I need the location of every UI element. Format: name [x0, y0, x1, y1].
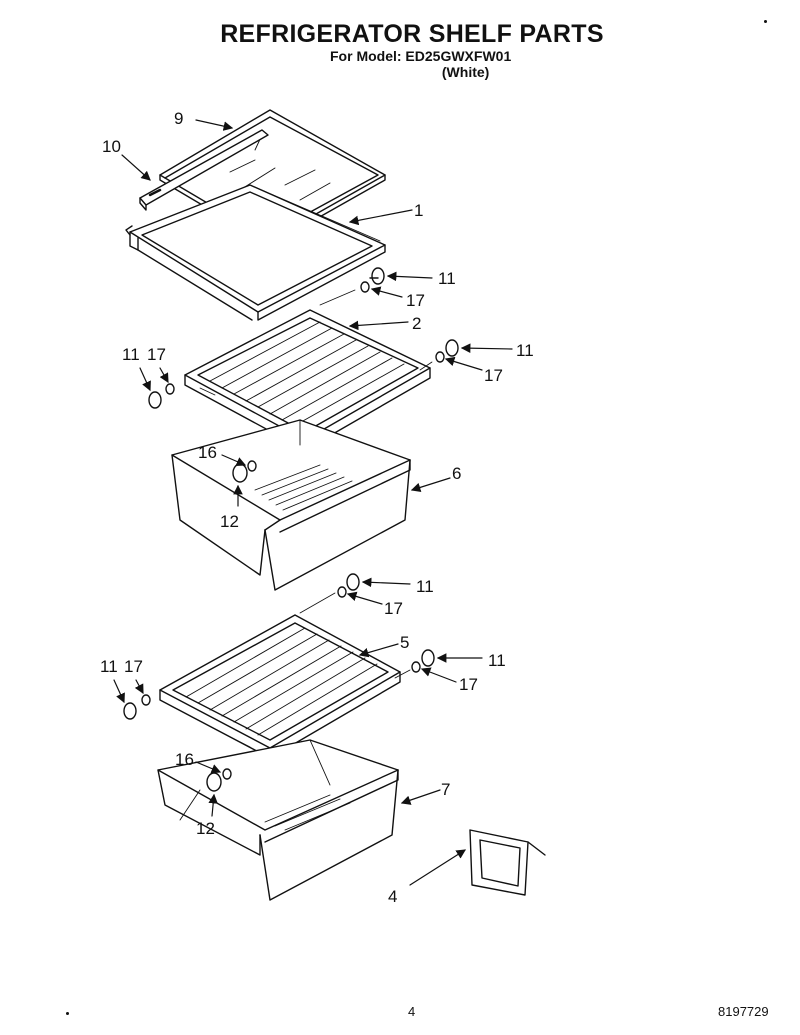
callout-11: 11: [488, 651, 506, 670]
callout-5: 5: [400, 633, 409, 652]
callout-1: 1: [414, 201, 423, 220]
callout-7: 7: [441, 780, 450, 799]
callout-17: 17: [406, 291, 425, 310]
callout-11: 11: [516, 341, 534, 360]
callout-16: 16: [175, 750, 194, 769]
page-number: 4: [408, 1004, 416, 1019]
corner-mark: [764, 20, 767, 23]
callout-12: 12: [196, 819, 215, 838]
crisper-drawer-part-7: [157, 739, 399, 901]
leader-lines: [113, 119, 513, 886]
bracket-part-4: [469, 829, 546, 896]
callout-16: 16: [198, 443, 217, 462]
crisper-drawer-part-6: [171, 419, 411, 591]
model-line: For Model: ED25GWXFW01: [330, 48, 512, 64]
corner-mark: [66, 1012, 69, 1015]
shelf-trim-part-10: [139, 129, 269, 211]
callout-17: 17: [124, 657, 143, 676]
document-number: 8197729: [718, 1004, 769, 1019]
callout-9: 9: [174, 109, 183, 128]
hardware-pieces: [123, 267, 459, 792]
callout-17: 17: [459, 675, 478, 694]
callout-17: 17: [147, 345, 166, 364]
callout-labels: 9 10 1 11 17 2 11 17 11 17 16 6 12 11 17…: [100, 109, 534, 906]
callout-2: 2: [412, 314, 421, 333]
callout-11: 11: [438, 269, 456, 288]
callout-11: 11: [100, 657, 118, 676]
shelf-frame-part-1: [125, 184, 386, 321]
callout-17: 17: [484, 366, 503, 385]
color-line: (White): [441, 64, 490, 80]
callout-12: 12: [220, 512, 239, 531]
grid-shelf-part-5: [159, 614, 401, 759]
callout-11: 11: [122, 345, 140, 364]
callout-6: 6: [452, 464, 461, 483]
callout-10: 10: [102, 137, 121, 156]
callout-4: 4: [388, 887, 397, 906]
callout-11: 11: [416, 577, 434, 596]
page-title: REFRIGERATOR SHELF PARTS: [220, 20, 604, 48]
model-subtitle: For Model: ED25GWXFW01 (White): [330, 48, 511, 80]
callout-17: 17: [384, 599, 403, 618]
